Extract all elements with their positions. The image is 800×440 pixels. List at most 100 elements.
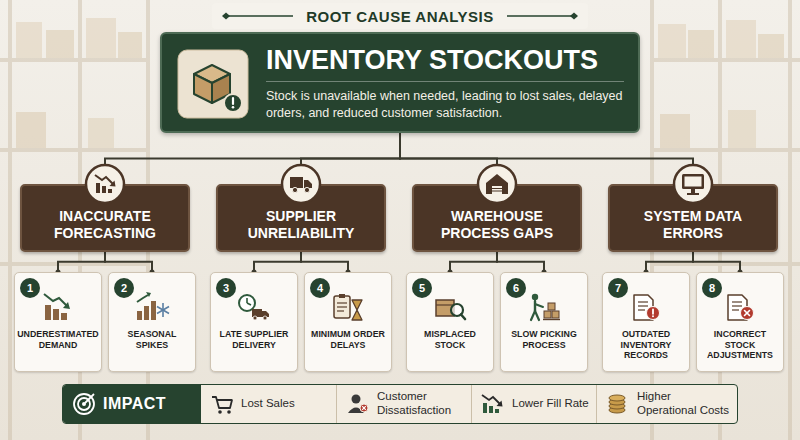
late-delivery-icon-part (247, 303, 251, 305)
misplaced-icon (436, 300, 465, 319)
impact-item: Lower Fill Rate (512, 397, 589, 411)
target-icon-part (78, 398, 90, 410)
category-box: SUPPLIER UNRELIABILITY (216, 184, 386, 252)
cause-card: 4MINIMUM ORDER DELAYS (304, 272, 392, 372)
impact-item: Customer Dissatisfaction (377, 390, 467, 418)
order-delay-icon-part (334, 296, 350, 318)
shelving-left-part (16, 112, 46, 148)
fill-rate-icon-part (489, 406, 493, 413)
connector-line (105, 252, 152, 272)
impact-item: Higher Operational Costs (637, 390, 733, 418)
incorrect-adjustment-icon-part (741, 307, 754, 320)
late-delivery-icon-part (263, 316, 267, 320)
impact-cell: IMPACT (63, 385, 201, 423)
outdated-record-icon-part (647, 307, 660, 320)
monitor-icon-part (682, 174, 704, 189)
shelving-left-part (86, 18, 116, 58)
coins-icon-part (609, 399, 625, 405)
shelving-right-part (660, 114, 690, 148)
connector-line (693, 252, 740, 272)
problem-description: Stock is unavailable when needed, leadin… (266, 88, 624, 121)
stockout-icon-part (212, 74, 230, 103)
order-delay-icon-part (339, 294, 345, 298)
order-delay-icon-part (337, 302, 347, 303)
cause-card: 7OUTDATED INVENTORY RECORDS (602, 272, 690, 372)
incorrect-adjustment-icon (728, 295, 754, 320)
picking-icon (531, 294, 560, 320)
connector-line (105, 133, 400, 184)
incorrect-adjustment-icon-part (745, 311, 750, 316)
picking-icon-part (534, 301, 536, 311)
picking-icon-part (535, 304, 543, 307)
truck-icon-part (304, 187, 309, 192)
category-label: SUPPLIER UNRELIABILITY (226, 208, 376, 242)
monitor-icon-part (691, 189, 695, 193)
warehouse-icon-part (478, 165, 516, 203)
truck-icon-part (282, 165, 320, 203)
impact-cell: Lost Sales (201, 385, 336, 423)
connector-line (400, 133, 693, 184)
stockout-icon-part (224, 94, 242, 112)
fill-rate-icon-part (497, 401, 503, 407)
shelving-left-part (118, 32, 142, 58)
callout-number: 6 (506, 278, 526, 298)
callout-number: 7 (608, 278, 628, 298)
stockout-icon-part (194, 65, 230, 83)
category-box: SYSTEM DATA ERRORS (608, 184, 778, 252)
seasonal-icon-part (151, 301, 156, 320)
coins-icon-part (609, 407, 625, 413)
truck-icon-part (292, 187, 297, 192)
target-icon-part (82, 402, 86, 406)
seasonal-icon-part (137, 295, 148, 302)
stockout-icon (178, 50, 248, 118)
incorrect-adjustment-icon-part (732, 301, 742, 302)
shelving-right-part (728, 110, 756, 148)
cause-label: LATE SUPPLIER DELIVERY (213, 329, 295, 350)
truck-icon-part (290, 177, 303, 188)
monitor-icon-part (687, 193, 699, 195)
outdated-record-icon-part (634, 295, 653, 320)
shelving-left-part (0, 58, 150, 62)
shelving-right-part (758, 34, 784, 58)
order-delay-icon-part (352, 300, 362, 320)
cause-card: 6SLOW PICKING PROCESS (500, 272, 588, 372)
target-icon-part (85, 394, 94, 403)
late-delivery-icon-part (262, 311, 269, 317)
order-delay-icon-part (337, 310, 344, 311)
cause-label: SLOW PICKING PROCESS (503, 329, 585, 350)
late-delivery-icon-part (252, 309, 262, 317)
category-box: WAREHOUSE PROCESS GAPS (412, 184, 582, 252)
impact-cell: Higher Operational Costs (596, 385, 737, 423)
stockout-icon-part (194, 74, 212, 103)
shelving-left-part (46, 30, 74, 58)
connector-line (497, 252, 544, 272)
outdated-record-icon-part (638, 305, 648, 306)
connector-line (254, 252, 301, 272)
stockout-icon-part (232, 98, 234, 104)
late-delivery-icon-part (253, 316, 257, 320)
customer-icon (348, 395, 368, 414)
picking-icon-part (543, 319, 560, 320)
fill-rate-icon (482, 395, 503, 413)
order-delay-icon-part (337, 306, 347, 307)
shelving-right-part (658, 24, 686, 58)
forecast-icon-part (95, 175, 113, 184)
cause-label: SEASONAL SPIKES (111, 329, 193, 350)
warehouse-icon-part (492, 186, 502, 194)
shelving-left-part (16, 22, 42, 58)
customer-icon-part (362, 406, 366, 410)
misplaced-icon-part (461, 315, 465, 320)
warehouse-icon (478, 165, 516, 203)
incorrect-adjustment-icon-part (745, 311, 750, 316)
cart-icon (212, 397, 232, 414)
late-delivery-icon (239, 295, 269, 320)
incorrect-adjustment-icon-part (728, 295, 747, 320)
stockout-icon-part (178, 50, 248, 118)
connector-line (301, 133, 400, 184)
picking-icon-part (531, 311, 535, 320)
connector-line (301, 252, 348, 272)
shelving-right-part (650, 58, 800, 62)
impact-band: IMPACTLost Sales Customer Dissatisfaction… (62, 384, 738, 424)
warehouse-icon-part (492, 188, 502, 189)
cause-card: 1UNDERESTIMATED DEMAND (14, 272, 102, 372)
